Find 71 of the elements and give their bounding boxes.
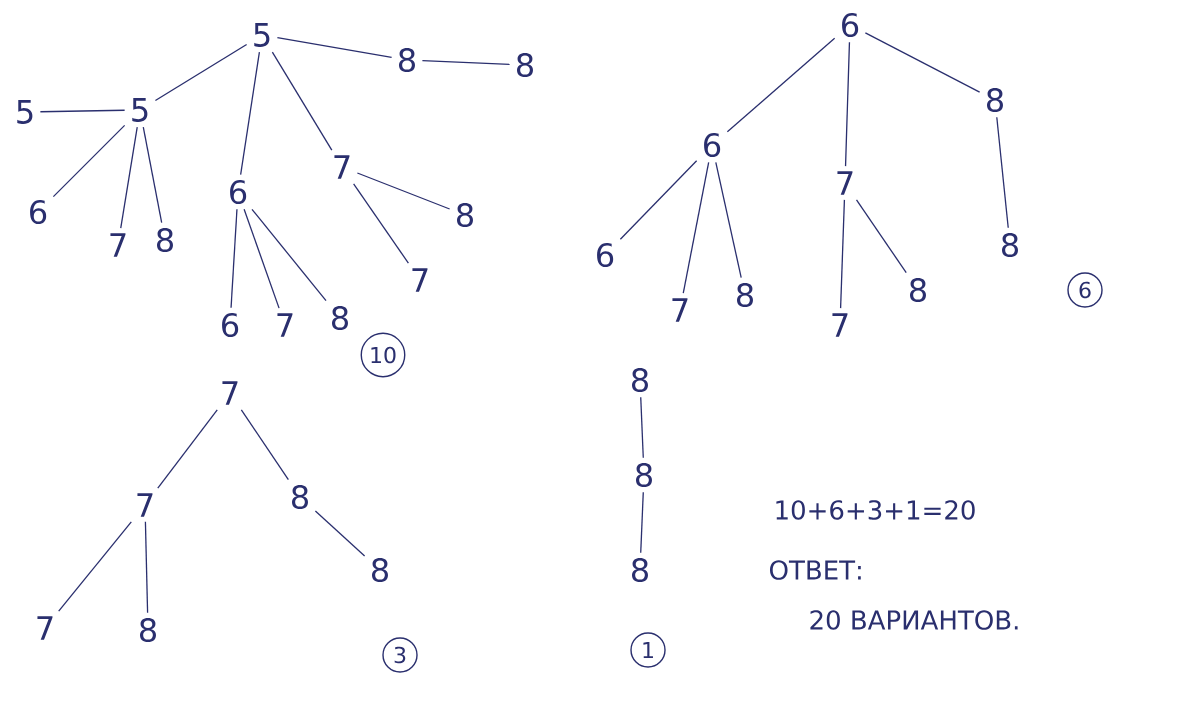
- tree-line: [243, 208, 280, 309]
- tree-line: [640, 396, 644, 459]
- tree-digit: 6: [597, 242, 614, 268]
- tree-digit: 8: [636, 462, 652, 488]
- tree-line: [39, 109, 126, 113]
- tree-digit: 7: [334, 155, 350, 179]
- tree-line: [271, 51, 333, 151]
- tree-digit: 7: [837, 171, 853, 195]
- tree-digit: 7: [412, 268, 428, 292]
- tree-digit: 8: [140, 617, 156, 643]
- tree-digit: 8: [372, 557, 388, 583]
- tree-digit: 5: [17, 100, 33, 124]
- circled-number: 3: [382, 637, 418, 673]
- handwritten-note: 10+6+3+1=20: [776, 500, 975, 520]
- handwritten-note: 20 ВАРИАНТОВ.: [810, 610, 1018, 630]
- tree-line: [619, 160, 698, 240]
- tree-digit: 8: [457, 202, 473, 228]
- tree-line: [855, 199, 907, 274]
- tree-digit: 8: [737, 282, 753, 308]
- tree-digit: 8: [910, 277, 926, 303]
- tree-line: [682, 161, 710, 294]
- tree-line: [142, 126, 163, 224]
- tree-line: [839, 199, 846, 309]
- tree-line: [864, 32, 981, 93]
- tree-digit: 7: [672, 298, 688, 322]
- tree-line: [240, 51, 261, 176]
- tree-digit: 5: [132, 98, 148, 122]
- circled-number: 6: [1067, 272, 1103, 308]
- tree-digit: 8: [332, 305, 348, 331]
- tree-digit: 8: [632, 557, 648, 583]
- tree-digit: 6: [222, 312, 239, 338]
- tree-digit: 7: [222, 381, 238, 405]
- tree-digit: 7: [37, 616, 53, 640]
- tree-line: [276, 37, 393, 58]
- tree-line: [353, 183, 410, 264]
- tree-digit: 5: [254, 23, 270, 47]
- tree-digit: 8: [632, 367, 648, 393]
- tree-digit: 8: [399, 47, 415, 73]
- tree-line: [144, 521, 149, 614]
- handwritten-note: ОТВЕТ:: [770, 560, 861, 580]
- tree-line: [715, 161, 742, 279]
- tree-digit: 6: [704, 132, 721, 158]
- tree-line: [154, 43, 248, 102]
- circled-number: 10: [360, 332, 406, 378]
- tree-digit: 6: [230, 179, 247, 205]
- tree-line: [726, 37, 836, 133]
- tree-digit: 7: [277, 313, 293, 337]
- tree-digit: 8: [157, 227, 173, 253]
- tree-line: [996, 116, 1009, 229]
- tree-digit: 6: [30, 199, 47, 225]
- tree-line: [52, 124, 126, 198]
- tree-digit: 7: [110, 233, 126, 257]
- tree-line: [421, 60, 511, 65]
- tree-digit: 8: [1002, 232, 1018, 258]
- tree-line: [356, 172, 451, 210]
- tree-line: [251, 208, 327, 302]
- tree-line: [58, 521, 132, 612]
- tree-line: [844, 41, 851, 167]
- tree-digit: 8: [292, 484, 308, 510]
- tree-digit: 8: [517, 52, 533, 78]
- tree-digit: 7: [832, 313, 848, 337]
- tree-line: [314, 510, 366, 557]
- circled-number: 1: [630, 632, 666, 668]
- tree-digit: 7: [137, 493, 153, 517]
- tree-line: [120, 126, 138, 229]
- tree-line: [240, 409, 289, 481]
- tree-digit: 6: [842, 12, 859, 38]
- tree-line: [230, 208, 238, 309]
- tree-digit: 8: [987, 87, 1003, 113]
- tree-line: [157, 409, 218, 489]
- tree-line: [640, 491, 644, 554]
